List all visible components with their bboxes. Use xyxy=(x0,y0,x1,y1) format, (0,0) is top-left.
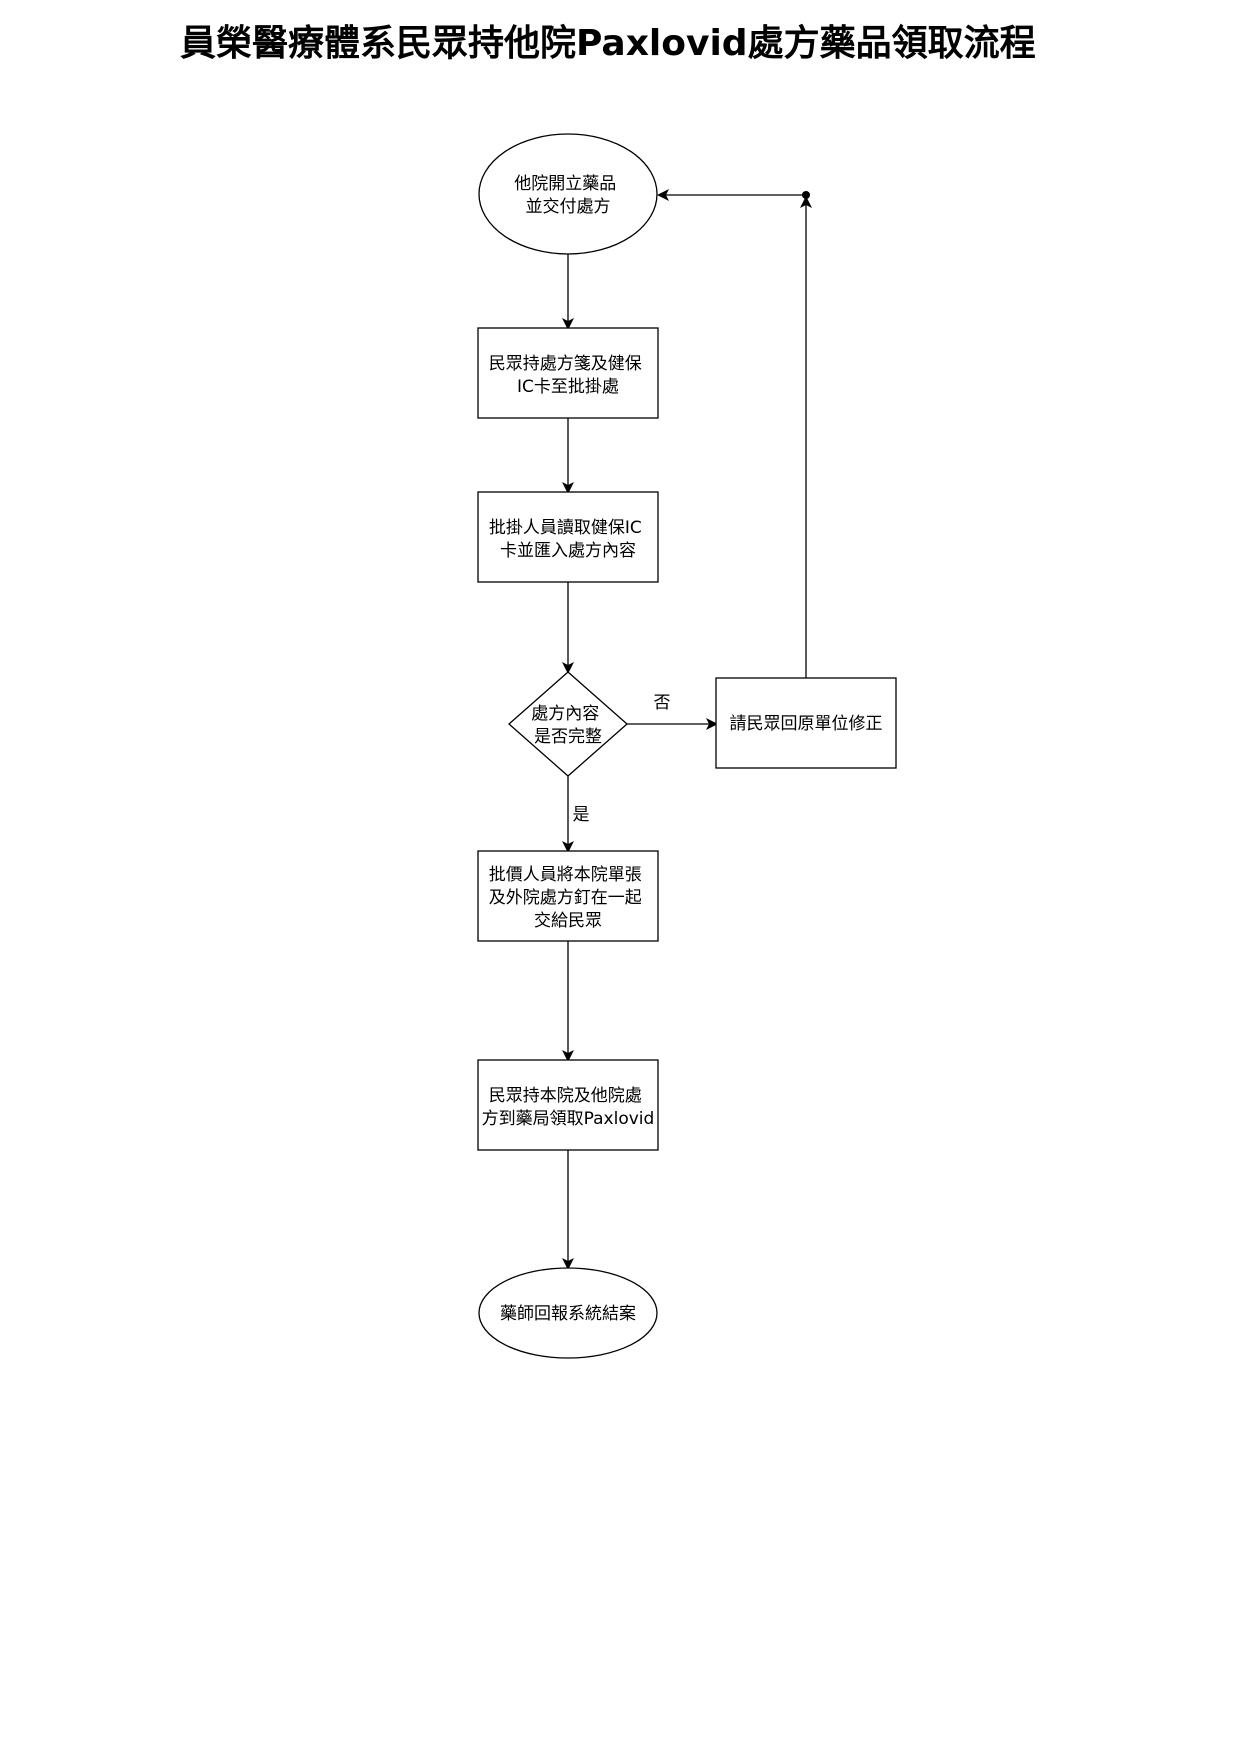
node-start-text: 他院開立藥品 並交付處方 xyxy=(514,174,621,217)
node-end-line-1: 藥師回報系統結案 xyxy=(500,1304,636,1324)
node-step3-text: 批價人員將本院單張 及外院處方釘在一起 交給民眾 xyxy=(489,865,647,931)
connectors xyxy=(562,189,812,1270)
node-fix-text: 請民眾回原單位修正 xyxy=(730,714,883,734)
page-title: 員榮醫療體系民眾持他院Paxlovid處方藥品領取流程 xyxy=(180,23,1036,64)
node-decision-shape xyxy=(508,671,628,777)
node-step3-line-1: 批價人員將本院單張 xyxy=(489,865,642,885)
node-step3-line-3: 交給民眾 xyxy=(534,911,602,931)
node-step1: 民眾持處方箋及健保 IC卡至批掛處 xyxy=(477,327,659,419)
node-end-shape xyxy=(478,1267,658,1359)
node-decision: 處方內容 是否完整 xyxy=(508,671,628,777)
node-step4-line-1: 民眾持本院及他院處 xyxy=(489,1086,642,1106)
node-decision-text: 處方內容 是否完整 xyxy=(531,704,604,747)
node-step1-line-2: IC卡至批掛處 xyxy=(517,377,619,397)
edge-label-yes: 是 xyxy=(573,805,590,825)
node-step4-line-2: 方到藥局領取Paxlovid xyxy=(482,1109,655,1129)
node-step3-shape xyxy=(477,850,659,942)
node-step2-text: 批掛人員讀取健保IC 卡並匯入處方內容 xyxy=(489,518,647,561)
node-step4-shape xyxy=(477,1059,659,1151)
node-end: 藥師回報系統結案 xyxy=(478,1267,658,1359)
node-step3: 批價人員將本院單張 及外院處方釘在一起 交給民眾 xyxy=(477,850,659,942)
node-step2: 批掛人員讀取健保IC 卡並匯入處方內容 xyxy=(477,491,659,583)
node-decision-line-1: 處方內容 xyxy=(531,704,599,724)
node-step4: 民眾持本院及他院處 方到藥局領取Paxlovid xyxy=(477,1059,659,1151)
node-fix-shape xyxy=(715,677,897,769)
node-step2-shape xyxy=(477,491,659,583)
node-start: 他院開立藥品 並交付處方 xyxy=(478,133,658,255)
node-step1-text: 民眾持處方箋及健保 IC卡至批掛處 xyxy=(489,354,647,397)
node-step1-shape xyxy=(477,327,659,419)
node-end-text: 藥師回報系統結案 xyxy=(500,1304,636,1324)
node-start-line-2: 並交付處方 xyxy=(526,197,611,217)
node-start-line-1: 他院開立藥品 xyxy=(514,174,616,194)
node-step3-line-2: 及外院處方釘在一起 xyxy=(489,888,642,908)
node-step4-text: 民眾持本院及他院處 方到藥局領取Paxlovid xyxy=(482,1086,655,1129)
node-step2-line-1: 批掛人員讀取健保IC xyxy=(489,518,642,538)
node-fix-line-1: 請民眾回原單位修正 xyxy=(730,714,883,734)
node-decision-line-2: 是否完整 xyxy=(534,727,602,747)
node-start-shape xyxy=(478,133,658,255)
node-step2-line-2: 卡並匯入處方內容 xyxy=(500,541,636,561)
junction-dot xyxy=(802,191,810,199)
node-fix: 請民眾回原單位修正 xyxy=(715,677,897,769)
node-step1-line-1: 民眾持處方箋及健保 xyxy=(489,354,642,374)
edge-label-no: 否 xyxy=(654,693,671,713)
